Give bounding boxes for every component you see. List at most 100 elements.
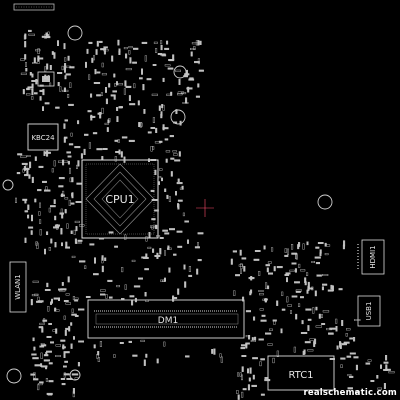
smd-pad	[56, 224, 59, 230]
smd-pad	[248, 377, 251, 382]
smd-pad	[196, 268, 199, 275]
smd-pad	[46, 282, 49, 288]
smd-pad	[64, 119, 68, 122]
smd-pad	[43, 359, 50, 362]
smd-pad	[53, 199, 56, 205]
smd-pad	[31, 88, 34, 96]
smd-pad	[258, 338, 264, 341]
smd-pad	[24, 54, 27, 60]
smd-pad	[250, 340, 256, 343]
smd-pad	[197, 232, 204, 235]
smd-pad	[70, 202, 75, 205]
smd-pad	[164, 47, 170, 50]
smd-pad	[315, 306, 318, 311]
smd-pad	[115, 150, 119, 153]
smd-pad	[154, 224, 157, 229]
smd-pad	[45, 378, 48, 382]
smd-pad	[290, 310, 293, 314]
smd-pad	[118, 50, 121, 56]
smd-pad	[61, 65, 64, 71]
smd-pad	[29, 71, 32, 76]
smd-pad	[106, 127, 109, 132]
smd-pad	[315, 246, 320, 249]
wlan1-connector: WLAN1	[9, 261, 27, 313]
smd-pad	[347, 374, 352, 377]
smd-pad	[34, 156, 37, 161]
smd-pad	[263, 245, 266, 250]
smd-pad	[46, 336, 52, 339]
smd-pad	[326, 244, 331, 247]
smd-pad	[151, 225, 154, 230]
smd-pad	[67, 276, 70, 283]
smd-pad	[71, 308, 74, 313]
smd-pad	[272, 319, 277, 322]
smd-pad	[30, 299, 33, 306]
smd-pad	[32, 337, 35, 342]
smd-pad	[129, 103, 136, 106]
smd-pad	[147, 246, 152, 249]
smd-pad	[328, 332, 334, 335]
smd-pad	[60, 288, 67, 291]
smd-pad	[84, 265, 87, 270]
smd-pad	[97, 357, 100, 363]
smd-pad	[314, 256, 321, 259]
smd-pad	[113, 354, 116, 358]
smd-pad	[57, 71, 63, 74]
smd-pad	[113, 73, 116, 78]
smd-pad	[197, 58, 200, 65]
smd-pad	[83, 148, 86, 156]
smd-pad	[159, 236, 164, 239]
smd-pad	[139, 122, 142, 128]
smd-pad	[321, 323, 326, 326]
smd-pad	[101, 73, 107, 76]
smd-pad	[55, 344, 61, 347]
smd-pad	[157, 176, 162, 179]
smd-pad	[105, 98, 108, 105]
watermark-text: realschematic.com	[303, 388, 397, 398]
smd-pad	[110, 94, 115, 97]
smd-pad	[188, 274, 193, 277]
smd-pad	[286, 296, 289, 303]
smd-pad	[251, 337, 254, 341]
smd-pad	[63, 300, 69, 303]
smd-pad	[157, 181, 160, 185]
smd-pad	[39, 345, 45, 348]
smd-pad	[235, 274, 241, 277]
smd-pad	[28, 226, 34, 229]
smd-pad	[118, 106, 123, 109]
smd-pad	[307, 349, 314, 352]
smd-pad	[64, 57, 67, 62]
smd-pad	[340, 357, 346, 360]
smd-pad	[129, 295, 135, 298]
smd-pad	[166, 247, 172, 250]
smd-pad	[232, 250, 237, 253]
smd-pad	[27, 214, 30, 219]
smd-pad	[93, 344, 96, 349]
smd-pad	[90, 93, 93, 98]
smd-pad	[108, 231, 114, 234]
top-edge-connector	[13, 3, 55, 11]
smd-pad	[237, 372, 240, 377]
smd-pad	[36, 242, 39, 249]
smd-pad	[267, 261, 272, 264]
smd-pad	[188, 266, 191, 272]
smd-pad	[186, 87, 193, 90]
smd-pad	[349, 352, 356, 355]
smd-pad	[321, 314, 324, 318]
smd-pad	[259, 293, 264, 296]
smd-pad	[57, 40, 60, 47]
smd-pad	[343, 341, 350, 344]
smd-pad	[75, 164, 78, 169]
smd-pad	[68, 167, 71, 174]
smd-pad	[175, 69, 181, 72]
smd-pad	[148, 231, 151, 238]
smd-pad	[101, 156, 104, 160]
smd-pad	[151, 93, 158, 96]
smd-pad	[177, 199, 183, 202]
smd-pad	[92, 55, 95, 61]
smd-pad	[22, 198, 28, 201]
smd-pad	[100, 289, 106, 292]
smd-pad	[37, 296, 40, 301]
smd-pad	[144, 55, 147, 62]
smd-pad	[335, 326, 338, 332]
